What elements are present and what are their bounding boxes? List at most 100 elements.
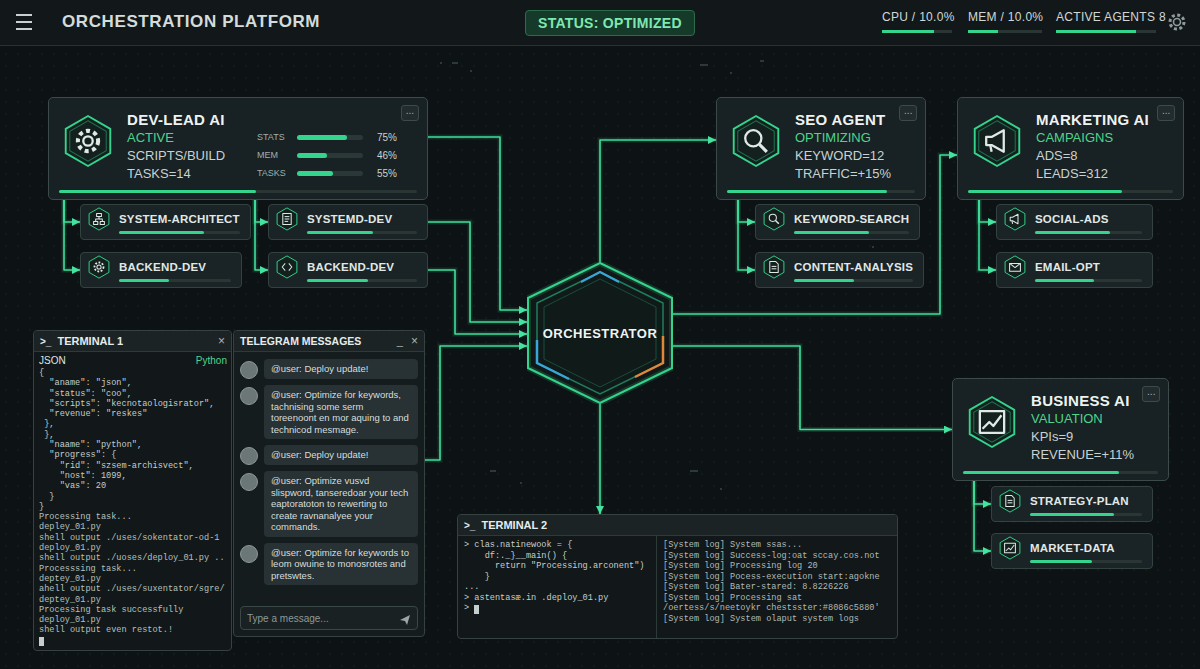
message-row: @user: Optimize for keywords, tachnising… (240, 385, 418, 439)
decor-path (400, 615, 410, 625)
code-line: shell output ./uses/sokentator-od-1 (39, 533, 227, 543)
sub-agent-icon (762, 255, 786, 279)
code-line: > clas.natinewook = { (464, 540, 650, 551)
sub-agent-icon (275, 255, 299, 279)
decor-g (1010, 214, 1018, 224)
decor-rect (490, 470, 496, 472)
decor-polygon (89, 208, 109, 230)
stat-fill (297, 171, 333, 176)
agent-title: MARKETING AI (1036, 110, 1149, 129)
agent-state: ACTIVE (127, 129, 257, 147)
log-line: [System log] System ssas... (663, 540, 891, 551)
decor-g (283, 214, 291, 225)
stat-row: TASKS55% (257, 164, 397, 182)
connector (979, 200, 996, 222)
connector (600, 140, 716, 262)
header-stat: MEM / 10.0% (968, 10, 1043, 24)
hex-icon (87, 207, 111, 231)
sub-agent-label: BACKEND-DEV (119, 261, 206, 273)
hex-icon (998, 536, 1022, 560)
decor-path (1010, 214, 1018, 224)
decor-g (980, 411, 1004, 433)
stat-label: TASKS (257, 168, 291, 178)
menu-icon (16, 15, 32, 29)
chat-body: @user: Deploy update! @user: Optimize for… (234, 352, 424, 636)
progress-track (119, 231, 240, 234)
sub-agent-icon (998, 536, 1022, 560)
agent-title: BUSINESS AI (1031, 391, 1134, 410)
message-input: Type a message... (240, 606, 418, 630)
agent-info: DEV-LEAD AIACTIVESCRIPTS/BUILDTASKS=14 (127, 110, 257, 183)
progress-fill (794, 279, 854, 282)
status-text: STATUS: OPTIMIZED (538, 15, 682, 31)
connector-glow (600, 140, 716, 262)
log-line: [System log] Processing log 20 (663, 561, 891, 572)
decor-rect (980, 411, 1004, 433)
settings-icon (1170, 15, 1184, 29)
agent-state: CAMPAIGNS (1036, 129, 1149, 147)
connector-glow (974, 481, 991, 551)
close-button: × (411, 334, 418, 348)
decor-polygon (528, 263, 672, 403)
input-placeholder: Type a message... (247, 613, 399, 624)
stat-label: STATS (257, 132, 291, 142)
connector (974, 481, 991, 551)
progress-fill (968, 190, 1122, 193)
tab-label: JSON (39, 355, 66, 368)
progress-track (1035, 279, 1142, 282)
agent-icon (970, 114, 1024, 168)
cursor-block (474, 605, 479, 614)
hex-icon (762, 255, 786, 279)
code-line: shell output ./uoses/deploy_01.py .. (39, 553, 227, 563)
sub-agent-icon (998, 489, 1022, 513)
log-line: [System log] Bater-stared: 8.8226226 (663, 582, 891, 593)
code-line: "rid": "szsem-archisvect", (39, 461, 227, 471)
decor-rect (440, 62, 442, 64)
progress-fill (727, 190, 887, 193)
chat-panel: TELEGRAM MESSAGES_×@user: Deploy update!… (233, 330, 425, 637)
stat-fill (297, 135, 347, 140)
sub-agent-icon (87, 207, 111, 231)
progress-track (794, 279, 913, 282)
sub-agent-box: SOCIAL-ADS (996, 204, 1153, 240)
minimize-button: _ (397, 335, 403, 347)
decor-polygon (70, 121, 106, 162)
code-line: }, (39, 430, 227, 440)
decor-polyline (282, 263, 285, 270)
code-line: "aname": "json", (39, 378, 227, 388)
hex-icon (61, 114, 115, 168)
message-row: @user: Deploy update! (240, 359, 418, 379)
progress-fill (1035, 279, 1094, 282)
agent-card: DEV-LEAD AIACTIVESCRIPTS/BUILDTASKS=14ST… (48, 97, 428, 200)
header-stat: CPU / 10.0% (882, 10, 955, 24)
label-slot: MEM / 10.0% (968, 10, 1043, 24)
decor-g (986, 130, 1004, 152)
sub-agent-box: KEYWORD-SEARCH (755, 204, 920, 240)
mem-fill (968, 30, 998, 33)
progress-fill (119, 279, 169, 282)
code-line: { (39, 368, 227, 378)
decor-line (16, 21, 32, 23)
decor-rect (283, 214, 291, 225)
log-line: [System log] Pocess-execution start:agok… (663, 572, 891, 583)
decor-rect (470, 70, 472, 72)
progress-track (307, 279, 417, 282)
code-line: Processing task successfully (39, 605, 227, 615)
decor-circle (1174, 19, 1181, 26)
sub-agent-label: CONTENT-ANALYSIS (794, 261, 913, 273)
decor-polygon (734, 116, 779, 166)
log-line: [System log] Success-log:oat sccay.cos.n… (663, 551, 891, 562)
decor-polygon (528, 263, 672, 403)
code-line: "scripts": "kecnotaologisrator", (39, 399, 227, 409)
decor-line (285, 221, 289, 222)
connector (599, 404, 601, 514)
decor-line (1008, 500, 1013, 501)
code-line: "status": "coo", (39, 389, 227, 399)
code-line: "naame": "python", (39, 440, 227, 450)
chat-message: @user: Optimize for keywords to leom owu… (264, 543, 418, 586)
decor-rect (872, 246, 874, 248)
decor-circle (83, 136, 92, 145)
code-line: deptey_01.py (39, 574, 227, 584)
decor-rect (1005, 543, 1016, 553)
sub-agent-label: SYSTEMD-DEV (307, 213, 392, 225)
